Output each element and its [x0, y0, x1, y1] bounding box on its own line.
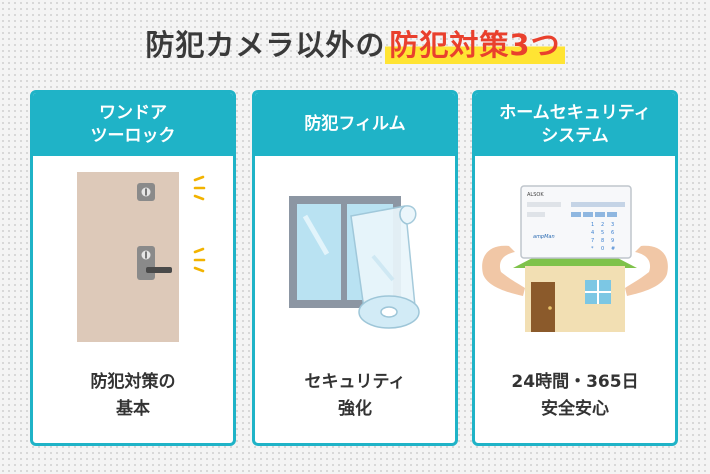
title-main: 防犯カメラ以外の — [145, 28, 386, 62]
card-security-film: 防犯フィルム セキュリティ 強化 — [252, 90, 458, 446]
window-film-illustration — [255, 156, 455, 346]
lower-lock-icon — [137, 246, 172, 280]
svg-text:8: 8 — [601, 238, 604, 244]
svg-text:6: 6 — [611, 230, 614, 236]
film-roll-icon — [350, 205, 420, 329]
svg-text:3: 3 — [611, 222, 614, 228]
svg-text:5: 5 — [601, 230, 604, 236]
svg-text:2: 2 — [601, 222, 604, 228]
security-panel-icon: ALSOK ampMan 1 2 3 4 5 6 7 8 9 * 0 # — [520, 185, 632, 259]
card-heading: 防犯フィルム — [255, 93, 455, 156]
card-two-locks: ワンドア ツーロック — [30, 90, 236, 446]
upper-lock-icon — [137, 183, 155, 201]
svg-text:#: # — [611, 246, 615, 252]
card-heading: ワンドア ツーロック — [33, 93, 233, 156]
svg-text:9: 9 — [611, 238, 614, 244]
page-title: 防犯カメラ以外の防犯対策3つ — [0, 22, 710, 64]
hands-icon — [482, 245, 668, 296]
door-illustration — [33, 156, 233, 346]
svg-text:7: 7 — [591, 238, 594, 244]
svg-text:*: * — [591, 246, 594, 252]
card-home-security: ホームセキュリティ システム ALSOK — [472, 90, 678, 446]
lower-alert-icon — [193, 247, 206, 273]
svg-text:1: 1 — [591, 222, 594, 228]
title-highlight: 防犯対策3つ — [385, 22, 565, 64]
home-security-illustration: ALSOK ampMan 1 2 3 4 5 6 7 8 9 * 0 # — [475, 156, 675, 346]
panel-logo: ampMan — [533, 234, 555, 240]
panel-brand: ALSOK — [527, 192, 544, 198]
svg-text:0: 0 — [601, 246, 604, 252]
keypad-icon: 1 2 3 4 5 6 7 8 9 * 0 # — [591, 222, 615, 252]
card-caption: 24時間・365日 安全安心 — [511, 372, 639, 419]
card-caption: 防犯対策の 基本 — [90, 372, 176, 419]
upper-alert-icon — [193, 175, 206, 201]
card-caption: セキュリティ 強化 — [304, 372, 406, 419]
card-heading: ホームセキュリティ システム — [475, 93, 675, 156]
svg-text:4: 4 — [591, 230, 594, 236]
door-icon — [77, 172, 179, 342]
